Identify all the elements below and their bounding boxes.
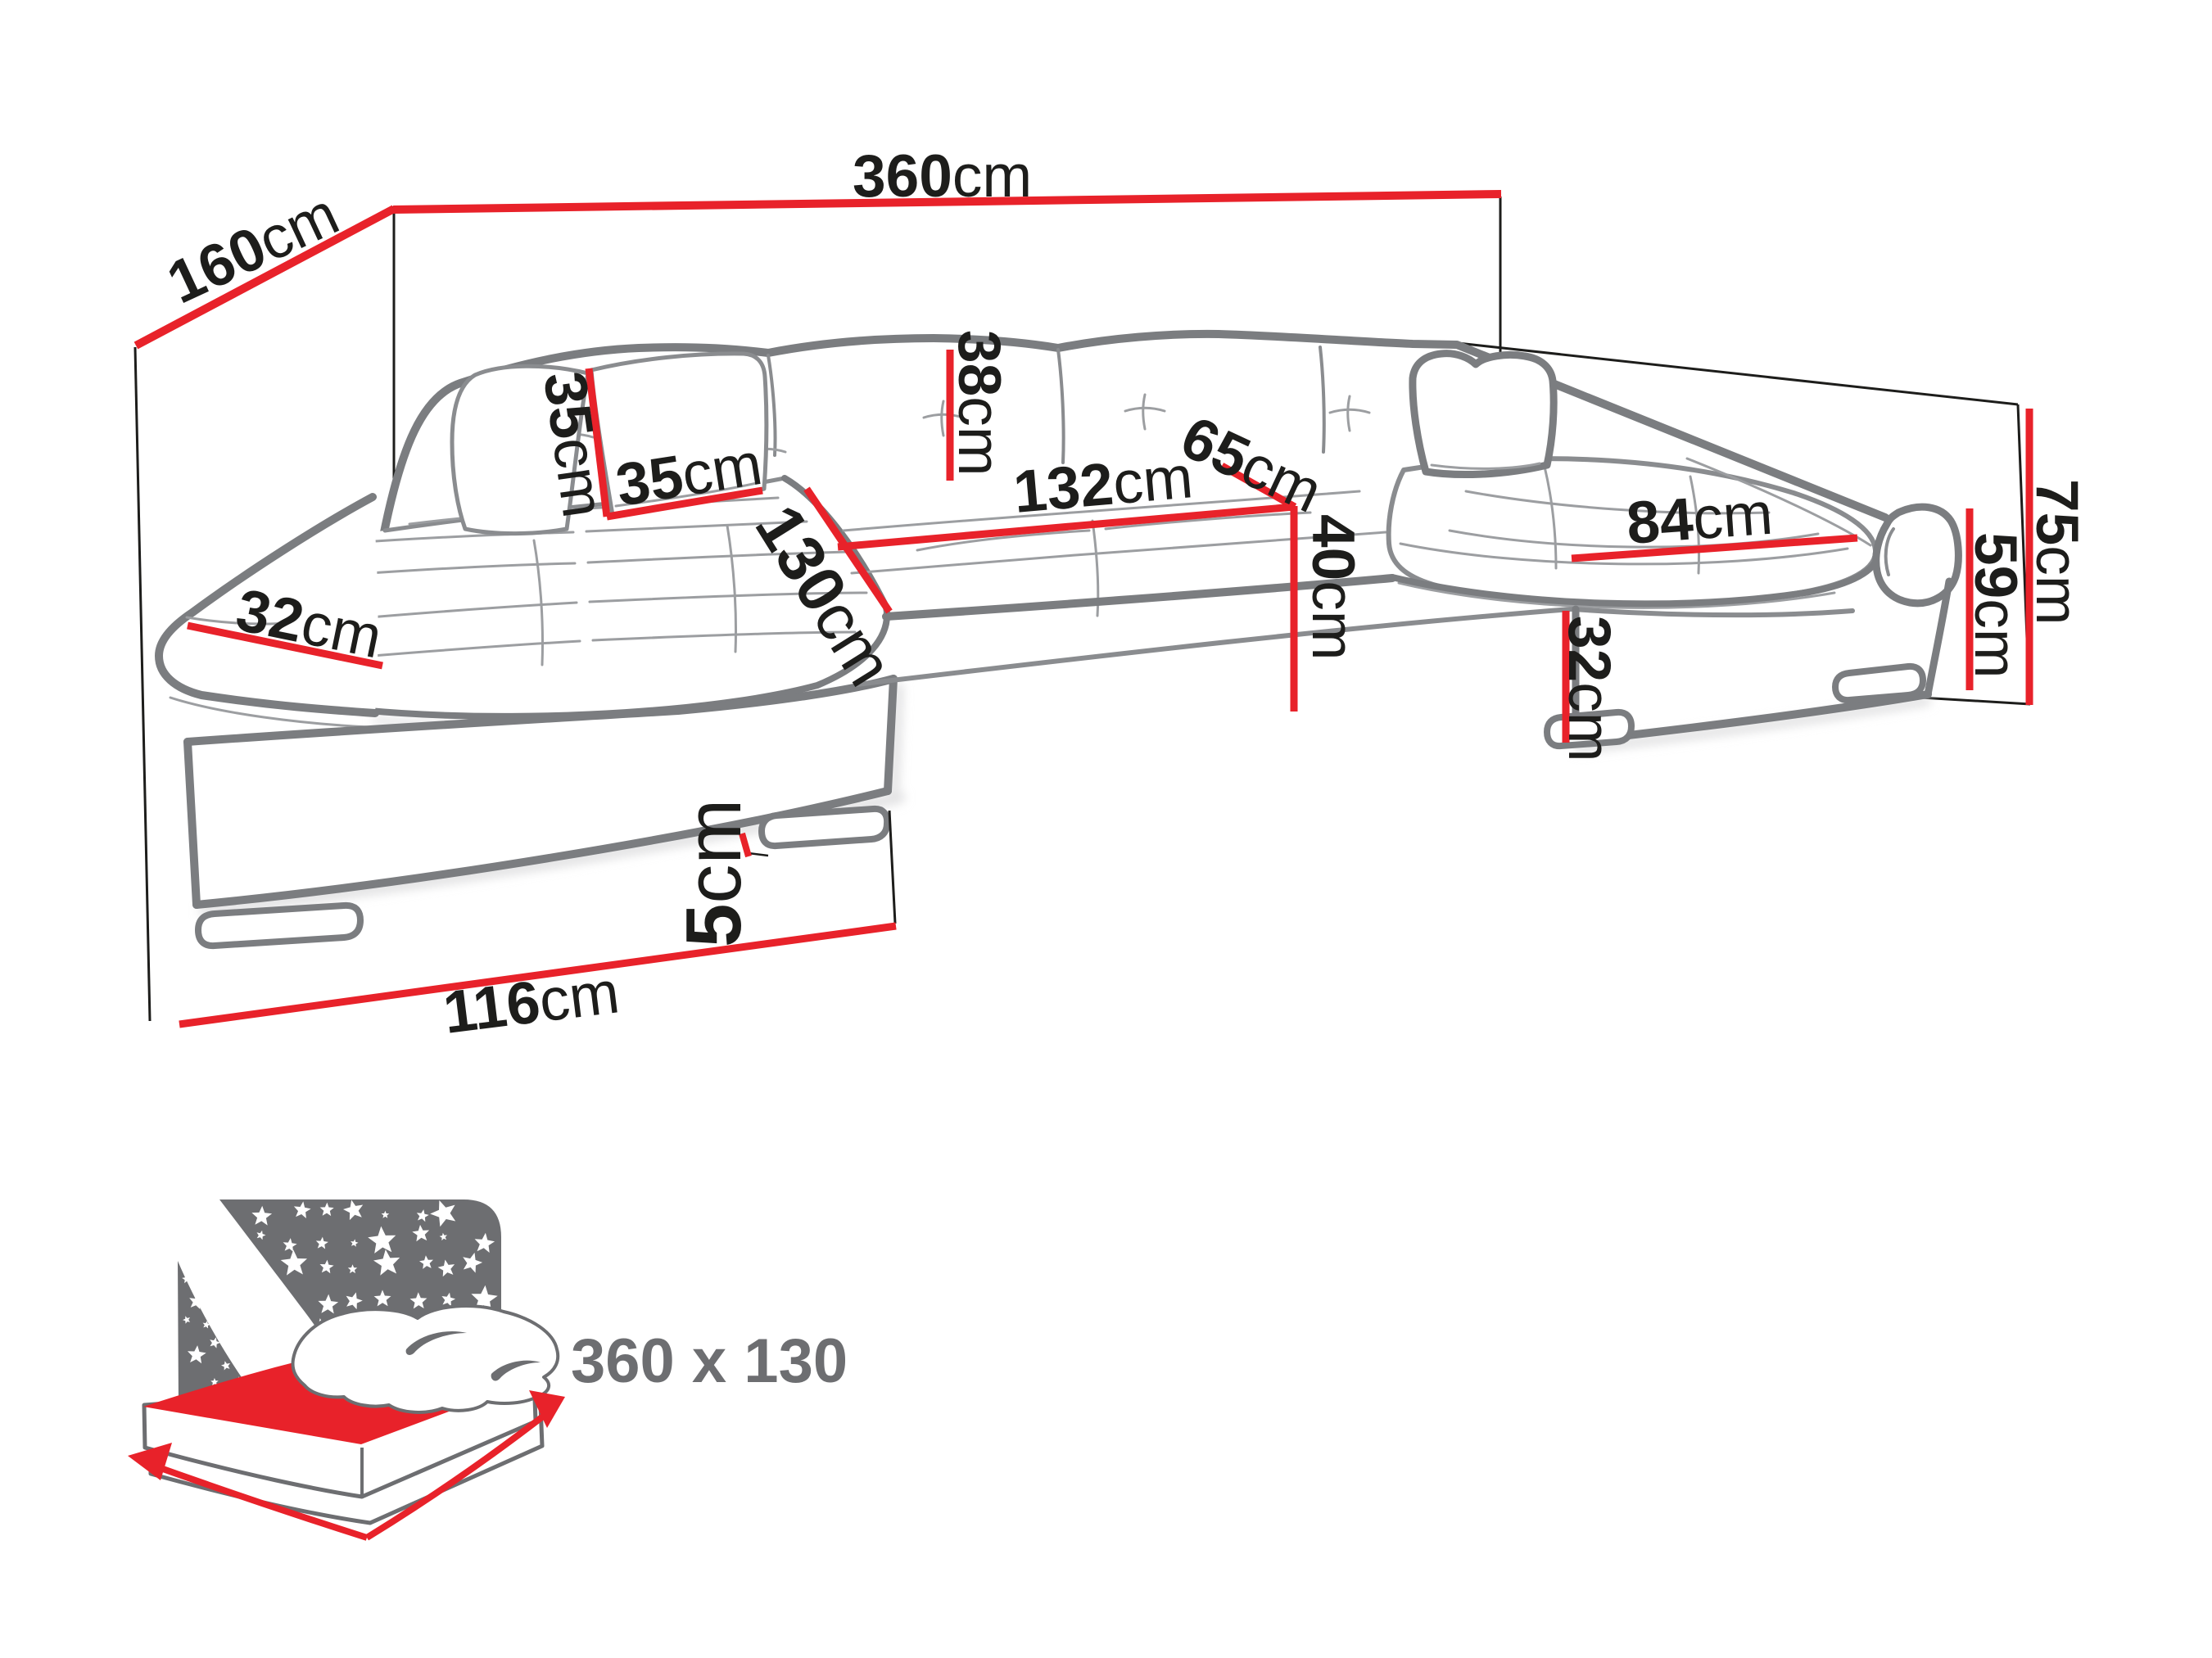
svg-text:59cm: 59cm xyxy=(1962,532,2029,679)
svg-text:35cm: 35cm xyxy=(612,431,767,519)
svg-text:40cm: 40cm xyxy=(1300,514,1366,661)
svg-text:116cm: 116cm xyxy=(440,959,622,1046)
svg-text:32cm: 32cm xyxy=(1556,616,1622,762)
svg-text:84cm: 84cm xyxy=(1624,481,1775,557)
svg-text:32cm: 32cm xyxy=(231,576,387,671)
svg-text:35cm: 35cm xyxy=(531,368,617,522)
svg-text:38cm: 38cm xyxy=(946,330,1012,477)
svg-text:5cm: 5cm xyxy=(670,799,758,947)
svg-text:360 x 130: 360 x 130 xyxy=(571,1326,848,1396)
svg-text:360cm: 360cm xyxy=(853,143,1032,210)
svg-text:75cm: 75cm xyxy=(2024,479,2090,626)
svg-text:132cm: 132cm xyxy=(1011,444,1195,526)
